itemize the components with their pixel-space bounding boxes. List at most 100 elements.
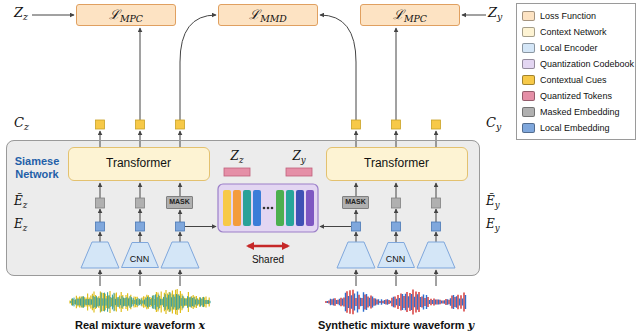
arrow [180,210,181,222]
arrow [100,183,101,198]
arrow [436,209,437,222]
arrow [356,131,357,147]
cue-symbol-slot: Cy [486,116,501,131]
legend-row: Local Encoder [522,40,632,56]
context-cues [96,120,441,129]
code-bar [276,190,284,226]
mask-box: MASK [166,196,193,209]
code-bar [233,190,241,226]
legend-row: Masked Embedding [522,104,632,120]
encoder-shape [377,242,414,267]
arrow [356,270,357,286]
shared-label: Shared [252,254,284,266]
legend-row: Contextual Cues [522,72,632,88]
legend-swatch [522,107,535,117]
code-bar [223,190,231,226]
legend-row: Quantization Codebook [522,56,632,72]
legend-swatch [522,27,535,37]
legend-swatch [522,91,535,101]
arrow [185,226,216,227]
legend-label: Quantization Codebook [540,59,634,69]
cue-square [352,120,361,129]
arrow [320,15,356,120]
embedding-square [96,222,105,231]
arrow [100,131,101,147]
loss-label: ℒMPC [109,8,143,23]
group-title: Siamese Network [8,155,66,180]
embedding-square [392,222,401,231]
embedding-square [176,222,185,231]
code-bar [306,190,314,226]
arrows [32,15,486,286]
waveform [328,292,466,313]
encoder-shape [121,242,158,267]
token-symbol: Zy [488,6,502,21]
encoder-label: CNN [130,254,150,264]
encoder-shape [81,242,119,268]
legend-swatch [522,11,535,21]
legend-box: Loss FunctionContext NetworkLocal Encode… [516,3,636,140]
legend-row: Local Embedding [522,120,632,136]
arrow [140,183,141,198]
legend-swatch [522,43,535,53]
legend-row: Context Network [522,24,632,40]
transformer-label: Transformer [364,157,429,171]
embedding-symbol: Ey [486,218,500,232]
arrow [140,131,141,147]
waveform-caption-slot: Synthetic mixture waveform y [318,319,474,333]
legend-label: Local Encoder [540,43,598,53]
arrow [140,270,141,286]
loss-label: ℒMPC [393,8,427,23]
embedding-symbol: Ẽz [14,195,27,209]
arrow [356,210,357,222]
cue-square [392,120,401,129]
mask-label: MASK [169,198,190,206]
embedding-symbol-slot: Ẽy [486,195,500,209]
embedding-square [136,222,145,231]
legend-label: Masked Embedding [540,107,620,117]
shared-label-slot: Shared [252,254,284,266]
token-symbol-slot: Zy [488,6,502,21]
encoder-label: CNN [386,254,406,264]
legend-label: Contextual Cues [540,75,607,85]
cue-square [176,120,185,129]
quantized-token [224,168,250,176]
waveform [70,289,209,315]
embedding-square [432,222,441,231]
legend-row: Loss Function [522,8,632,24]
token-symbol-slot: Zz [14,6,28,21]
legend-swatch [522,59,535,69]
embedding-symbol-slot: Ez [14,218,27,232]
token-symbol-slot: Zz [231,150,244,164]
loss-label: ℒMMD [249,8,287,23]
embedding-symbol-slot: Ey [486,218,500,232]
arrow [356,232,357,242]
legend-row: Quantized Tokens [522,88,632,104]
shared-arrow [248,245,288,248]
arrow [100,232,101,242]
legend-label: Quantized Tokens [540,91,612,101]
token-symbol: Zy [292,150,305,164]
code-bar [286,190,294,226]
arrow [396,232,397,242]
masked-square [392,198,401,208]
cue-square [96,120,105,129]
arrow [140,28,141,120]
masked-square [432,198,441,208]
token-symbol: Zz [14,6,28,21]
encoder-shape [161,242,199,268]
arrow [356,183,357,197]
embedding-symbol: Ez [14,218,27,232]
waveform [326,290,464,315]
transformer-label: Transformer [106,157,171,171]
arrow [180,183,181,197]
encoder-shape [337,242,375,268]
ellipsis-dot [267,207,270,210]
arrow [100,209,101,222]
cue-symbol: Cy [486,116,501,131]
waveforms [70,289,466,315]
waveform-caption: Real mixture waveform x [75,319,205,333]
code-bar [253,190,261,226]
arrow [396,28,397,120]
